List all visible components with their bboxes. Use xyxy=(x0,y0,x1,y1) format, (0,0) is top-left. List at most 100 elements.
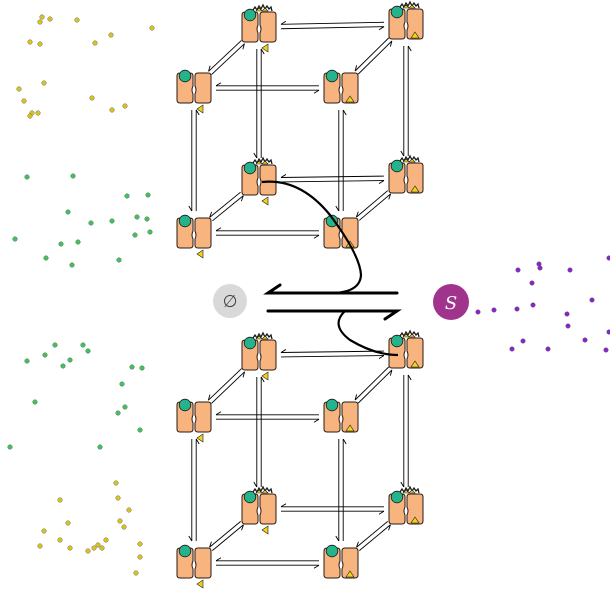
yellow-ligand-icon xyxy=(261,196,269,206)
particle xyxy=(139,365,145,371)
particle xyxy=(109,107,115,113)
receptor-state-lower-E xyxy=(176,544,212,589)
particle xyxy=(564,311,570,317)
transition-lower-CG xyxy=(253,376,265,488)
receptor-state-upper-A xyxy=(176,69,212,114)
particles-yellow-bottom xyxy=(37,480,143,576)
substrate-node xyxy=(433,284,469,320)
particle xyxy=(567,267,573,273)
particle xyxy=(41,80,47,86)
green-ligand-icon xyxy=(325,544,339,558)
green-ligand-icon xyxy=(390,334,404,348)
transition-lower-AC xyxy=(207,368,246,404)
yellow-ligand-icon xyxy=(345,424,355,432)
particle xyxy=(137,427,143,433)
particle xyxy=(134,214,140,220)
transition-lower-AE xyxy=(188,438,200,542)
receptor-states xyxy=(176,1,424,589)
receptor-state-lower-B xyxy=(323,398,359,433)
transition-lower-BD xyxy=(354,366,393,404)
particle xyxy=(85,348,91,354)
phosphorylation-burst-icon xyxy=(399,486,420,494)
state-transition-edges xyxy=(188,20,412,569)
particle xyxy=(149,25,155,31)
particle xyxy=(122,404,128,410)
green-ligand-icon xyxy=(390,5,404,19)
particle xyxy=(67,357,73,363)
transition-upper-EG xyxy=(209,191,244,222)
phosphorylation-burst-icon xyxy=(252,332,273,340)
green-ligand-icon xyxy=(390,490,404,504)
particle-cloud-layer xyxy=(7,14,610,576)
particle xyxy=(75,239,81,245)
particle xyxy=(16,86,22,92)
particle xyxy=(132,232,138,238)
yellow-ligand-icon xyxy=(196,433,204,443)
empty-set-node xyxy=(213,284,247,318)
green-ligand-icon xyxy=(390,159,404,173)
particle xyxy=(475,309,481,315)
particle xyxy=(122,103,128,109)
particle xyxy=(115,495,121,501)
empty-set-label: ∅ xyxy=(223,292,238,312)
yellow-ligand-icon xyxy=(410,31,420,39)
particle xyxy=(99,545,105,551)
transition-lower-GH xyxy=(280,503,385,515)
particle xyxy=(115,410,121,416)
transition-lower-EF xyxy=(215,557,320,569)
receptor-state-upper-E xyxy=(176,214,212,259)
yellow-ligand-icon xyxy=(345,570,355,578)
transition-lower-DH xyxy=(400,374,412,488)
phosphorylation-burst-icon xyxy=(399,155,420,163)
green-ligand-icon xyxy=(243,8,257,22)
particle xyxy=(24,358,30,364)
yellow-ligand-icon xyxy=(196,104,204,114)
particle xyxy=(119,381,125,387)
particle xyxy=(92,40,98,46)
particle xyxy=(39,14,45,20)
particle xyxy=(109,218,115,224)
particle xyxy=(27,39,33,45)
particle xyxy=(529,280,535,286)
particle xyxy=(37,543,43,549)
receptor-state-upper-D xyxy=(388,1,424,40)
yellow-ligand-icon xyxy=(410,185,420,193)
particle xyxy=(37,41,43,47)
particle xyxy=(133,570,139,576)
particle xyxy=(89,95,95,101)
receptor-state-upper-C xyxy=(241,4,277,53)
particle xyxy=(589,297,595,303)
particle xyxy=(85,548,91,554)
particle xyxy=(41,528,47,534)
yellow-ligand-icon xyxy=(410,516,420,524)
particle xyxy=(582,337,588,343)
yellow-ligand-icon xyxy=(261,43,269,53)
particle xyxy=(58,241,64,247)
particle xyxy=(91,545,97,551)
particle xyxy=(69,262,75,268)
particle xyxy=(116,257,122,263)
particle xyxy=(520,338,526,344)
particle xyxy=(57,537,63,543)
lower-catalyst-curve xyxy=(337,310,399,357)
transition-upper-CD xyxy=(280,20,385,31)
particles-purple xyxy=(475,255,610,353)
particle xyxy=(565,323,571,329)
phosphorylation-burst-icon xyxy=(399,330,420,338)
yellow-ligand-icon xyxy=(196,249,204,259)
transition-lower-CD xyxy=(280,349,385,359)
green-ligand-icon xyxy=(325,398,339,412)
green-ligand-icon xyxy=(243,336,257,350)
particle xyxy=(113,480,119,486)
particle xyxy=(52,342,58,348)
particle xyxy=(65,520,71,526)
receptor-state-lower-D xyxy=(388,330,424,369)
receptor-state-upper-H xyxy=(388,155,424,194)
particles-yellow-top xyxy=(16,14,155,119)
particle xyxy=(12,236,18,242)
particle xyxy=(145,192,151,198)
particle xyxy=(108,32,114,38)
transition-upper-AB xyxy=(215,82,320,94)
particle xyxy=(21,98,27,104)
